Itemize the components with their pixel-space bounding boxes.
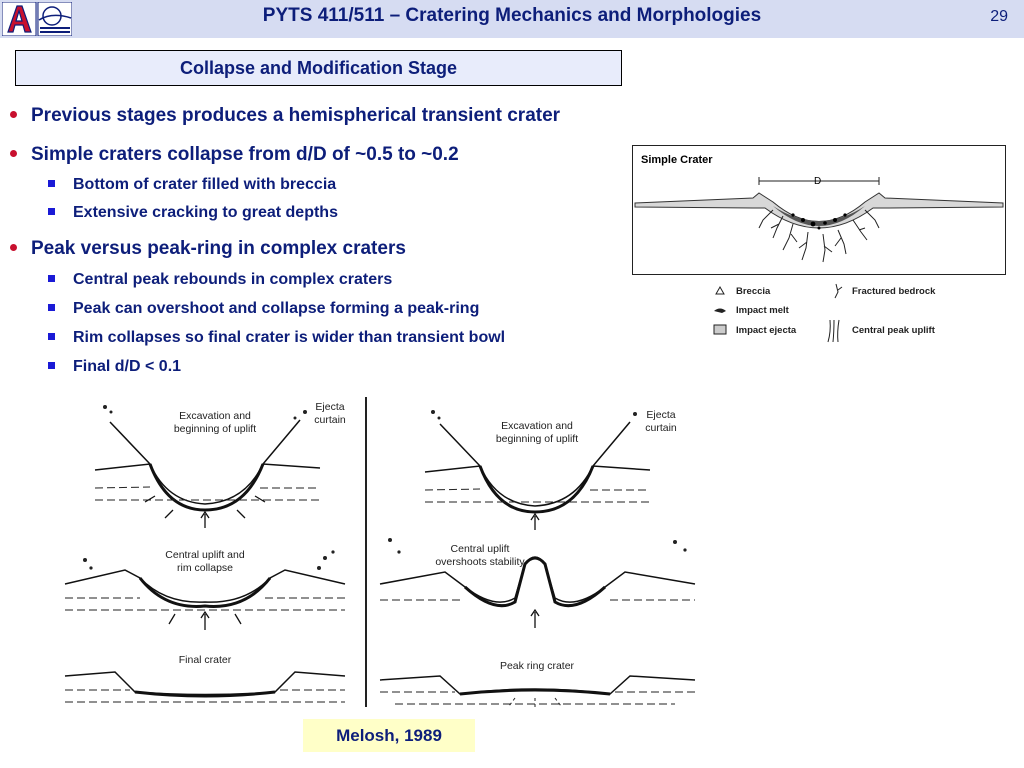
bullet-text: Simple craters collapse from d/D of ~0.5… — [31, 144, 459, 165]
impact-ejecta-icon — [713, 324, 727, 335]
left-excavation-label-2: beginning of uplift — [174, 423, 256, 435]
left-final-label: Final crater — [179, 654, 232, 666]
fractured-bedrock-icon — [834, 283, 843, 299]
sub-bullet-item: Peak can overshoot and collapse forming … — [48, 300, 479, 318]
sub-bullet-item: Extensive cracking to great depths — [48, 204, 338, 222]
right-excavation-label-2: beginning of uplift — [496, 433, 578, 445]
bullet-square-icon — [48, 304, 55, 311]
sub-bullet-text: Final d/D < 0.1 — [73, 358, 182, 375]
simple-crater-figure: Simple Crater D — [632, 145, 1006, 275]
bullet-dot-icon — [10, 111, 17, 118]
bullet-square-icon — [48, 208, 55, 215]
legend-impact-melt: Impact melt — [736, 305, 790, 316]
right-ejecta-label-2: curtain — [645, 422, 677, 434]
diameter-label: D — [814, 176, 821, 187]
bullet-square-icon — [48, 362, 55, 369]
sub-bullet-text: Bottom of crater filled with breccia — [73, 176, 337, 193]
page-number: 29 — [990, 8, 1008, 25]
citation: Melosh, 1989 — [303, 719, 475, 752]
left-ejecta-label-1: Ejecta — [315, 401, 344, 413]
slide-header: PYTS 411/511 – Cratering Mechanics and M… — [0, 0, 1024, 38]
simple-crater-title: Simple Crater — [641, 154, 713, 166]
bullet-square-icon — [48, 333, 55, 340]
sub-bullet-item: Bottom of crater filled with breccia — [48, 176, 336, 194]
right-final-label: Peak ring crater — [500, 660, 575, 672]
right-uplift-label-1: Central uplift — [451, 543, 510, 555]
central-peak-uplift-icon — [827, 319, 840, 343]
right-uplift-label-2: overshoots stability — [435, 556, 525, 568]
bullet-item: Simple craters collapse from d/D of ~0.5… — [10, 144, 459, 166]
crater-legend: Breccia Impact melt Impact ejecta Fractu… — [700, 280, 1000, 350]
sub-bullet-text: Extensive cracking to great depths — [73, 204, 338, 221]
bullet-text: Peak versus peak-ring in complex craters — [31, 238, 406, 259]
legend-fractured-bedrock: Fractured bedrock — [852, 286, 936, 297]
section-heading: Collapse and Modification Stage — [15, 50, 622, 86]
legend-breccia: Breccia — [736, 286, 771, 297]
bullet-item: Previous stages produces a hemispherical… — [10, 105, 560, 127]
bullet-text: Previous stages produces a hemispherical… — [31, 105, 561, 126]
bullet-dot-icon — [10, 150, 17, 157]
left-uplift-label-2: rim collapse — [177, 562, 233, 574]
bullet-square-icon — [48, 180, 55, 187]
left-ejecta-label-2: curtain — [314, 414, 346, 426]
legend-central-peak-uplift: Central peak uplift — [852, 325, 936, 336]
right-ejecta-label-1: Ejecta — [646, 409, 675, 421]
sub-bullet-text: Rim collapses so final crater is wider t… — [73, 329, 506, 346]
crater-stages-diagram: Excavation and beginning of uplift Eject… — [55, 392, 705, 710]
right-excavation-label-1: Excavation and — [501, 420, 573, 432]
sub-bullet-item: Final d/D < 0.1 — [48, 358, 181, 376]
university-logo — [2, 2, 72, 36]
sub-bullet-item: Central peak rebounds in complex craters — [48, 271, 392, 289]
sub-bullet-text: Central peak rebounds in complex craters — [73, 271, 393, 288]
bullet-dot-icon — [10, 244, 17, 251]
sub-bullet-item: Rim collapses so final crater is wider t… — [48, 329, 505, 347]
bullet-item: Peak versus peak-ring in complex craters — [10, 238, 406, 260]
legend-impact-ejecta: Impact ejecta — [736, 325, 797, 336]
slide-title: PYTS 411/511 – Cratering Mechanics and M… — [262, 5, 762, 26]
left-uplift-label-1: Central uplift and — [165, 549, 245, 561]
sub-bullet-text: Peak can overshoot and collapse forming … — [73, 300, 480, 317]
bullet-square-icon — [48, 275, 55, 282]
breccia-icon — [715, 285, 725, 295]
left-excavation-label-1: Excavation and — [179, 410, 251, 422]
impact-melt-icon — [714, 308, 726, 313]
